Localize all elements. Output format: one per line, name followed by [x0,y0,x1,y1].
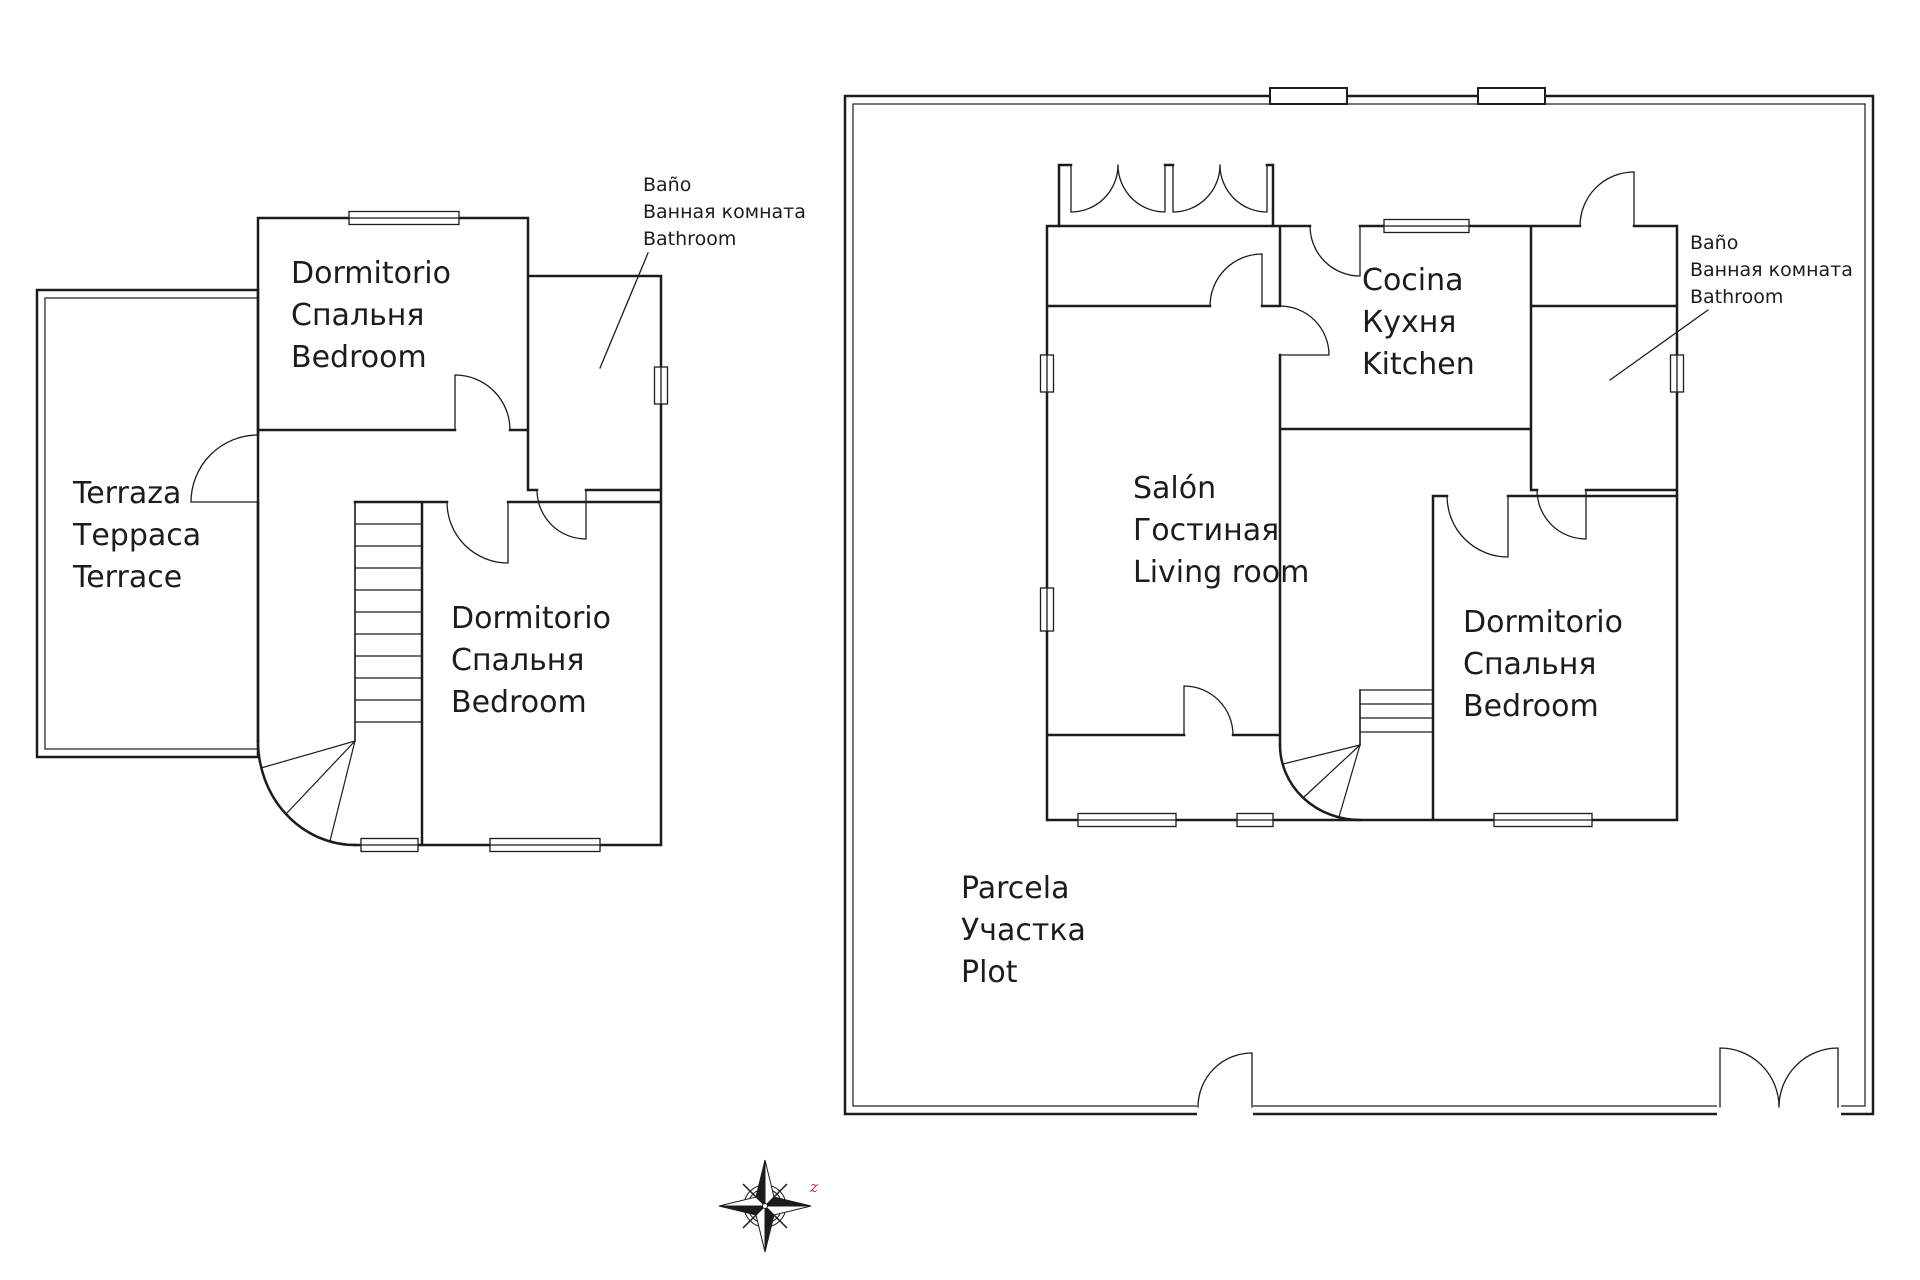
stairs [260,501,423,842]
windows [348,210,669,853]
label-terrace: Terraza Терраса Terrace [73,476,202,595]
label-ground-bedroom: Dormitorio Спальня Bedroom [1463,605,1623,724]
bathroom-callout-leader [599,252,649,369]
stairs [1282,689,1434,818]
label-kitchen: Cocina Кухня Kitchen [1362,263,1475,382]
plot-gates [1197,1047,1839,1108]
upper-floor-walls [256,216,663,847]
upper-floor-drawing [35,210,669,853]
double-gate-arcs [1719,1047,1839,1108]
callout-ground-bathroom: Baño Ванная комната Bathroom [1690,232,1853,308]
label-upper-bedroom-top: Dormitorio Спальня Bedroom [291,256,451,375]
compass-cardinal-points [718,1159,812,1253]
bathroom-callout-leader [1609,309,1709,381]
gate-openings [1197,1089,1841,1121]
ground-floor-drawing [843,87,1875,1121]
porch-door-arcs [1070,164,1268,213]
callout-upper-bathroom: Baño Ванная комната Bathroom [643,174,806,250]
label-upper-bedroom-bottom: Dormitorio Спальня Bedroom [451,601,611,720]
compass-north-label: z [809,1178,818,1196]
label-plot: Parcela Участка Plot [961,871,1086,990]
door-arcs [1183,171,1635,736]
plot-boundary [843,87,1875,1116]
door-arcs [190,374,587,564]
pedestrian-gate-arc [1197,1052,1253,1108]
curved-corner-wall [256,739,357,847]
entry-porch [1057,163,1275,228]
ground-floor-walls [1045,224,1679,822]
compass-rose: z [718,1159,818,1253]
label-living-room: Salón Гостиная Living room [1133,471,1310,590]
compass-diagonal-points [742,1183,788,1229]
windows [1039,218,1685,828]
